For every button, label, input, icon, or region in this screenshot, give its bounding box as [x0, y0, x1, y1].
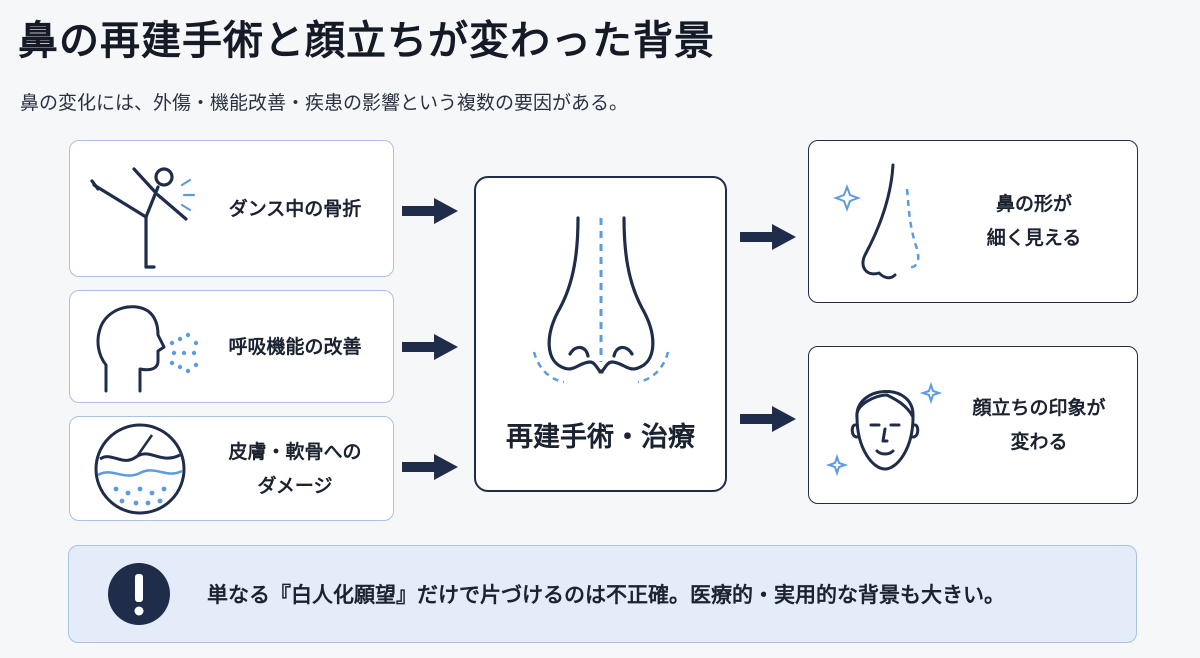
arrow-right-icon [740, 406, 796, 432]
effect-label-impression: 顔立ちの印象が 変わる [972, 397, 1106, 453]
skin-layers-icon [94, 423, 186, 515]
effect-box-impression: 顔立ちの印象が 変わる [808, 346, 1138, 504]
center-box-surgery: 再建手術・治療 [474, 176, 727, 492]
dancer-icon [90, 167, 196, 269]
face-icon [825, 381, 943, 477]
arrow-right-icon [402, 334, 458, 360]
note-text: 単なる『白人化願望』だけで片づけるのは不正確。医療的・実用的な背景も大きい。 [207, 583, 1005, 607]
cause-label-fracture: ダンス中の骨折 [228, 198, 362, 220]
note-box: 単なる『白人化願望』だけで片づけるのは不正確。医療的・実用的な背景も大きい。 [68, 545, 1137, 643]
cause-label-damage: 皮膚・軟骨への ダメージ [228, 441, 362, 497]
breathing-head-icon [96, 305, 199, 393]
nose-icon [532, 216, 670, 384]
arrow-right-icon [740, 224, 796, 250]
cause-box-damage: 皮膚・軟骨への ダメージ [69, 416, 394, 521]
cause-box-fracture: ダンス中の骨折 [69, 140, 394, 277]
effect-box-narrow-nose: 鼻の形が 細く見える [808, 140, 1138, 303]
center-label: 再建手術・治療 [506, 422, 695, 453]
page-subtitle: 鼻の変化には、外傷・機能改善・疾患の影響という複数の要因がある。 [20, 92, 629, 114]
nose-profile-icon [833, 163, 920, 280]
cause-label-breathing: 呼吸機能の改善 [228, 336, 362, 358]
page-title: 鼻の再建手術と顔立ちが変わった背景 [18, 18, 715, 64]
exclamation-icon [108, 563, 170, 625]
cause-box-breathing: 呼吸機能の改善 [69, 290, 394, 403]
effect-label-narrow-nose: 鼻の形が 細く見える [986, 193, 1082, 249]
arrow-right-icon [402, 198, 458, 224]
arrow-right-icon [402, 454, 458, 480]
